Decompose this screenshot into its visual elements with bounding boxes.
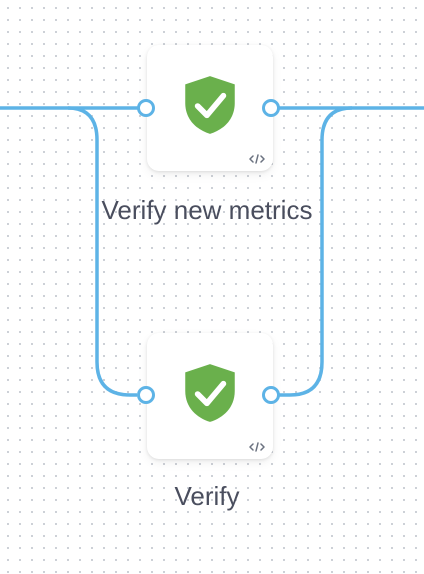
code-icon[interactable] — [249, 153, 265, 165]
shield-check-icon — [185, 364, 235, 422]
output-port[interactable] — [262, 99, 280, 117]
output-port[interactable] — [262, 386, 280, 404]
code-icon[interactable] — [249, 441, 265, 453]
shield-check-icon — [185, 76, 235, 134]
input-port[interactable] — [137, 99, 155, 117]
node-label: Verify — [174, 481, 240, 511]
edge-verify-to-merge[interactable] — [279, 106, 353, 397]
input-port[interactable] — [137, 386, 155, 404]
node-verify[interactable] — [147, 333, 273, 459]
edge-branch-to-verify[interactable] — [67, 106, 137, 397]
node-verify-new-metrics[interactable] — [147, 45, 273, 171]
node-label: Verify new metrics — [101, 195, 313, 225]
